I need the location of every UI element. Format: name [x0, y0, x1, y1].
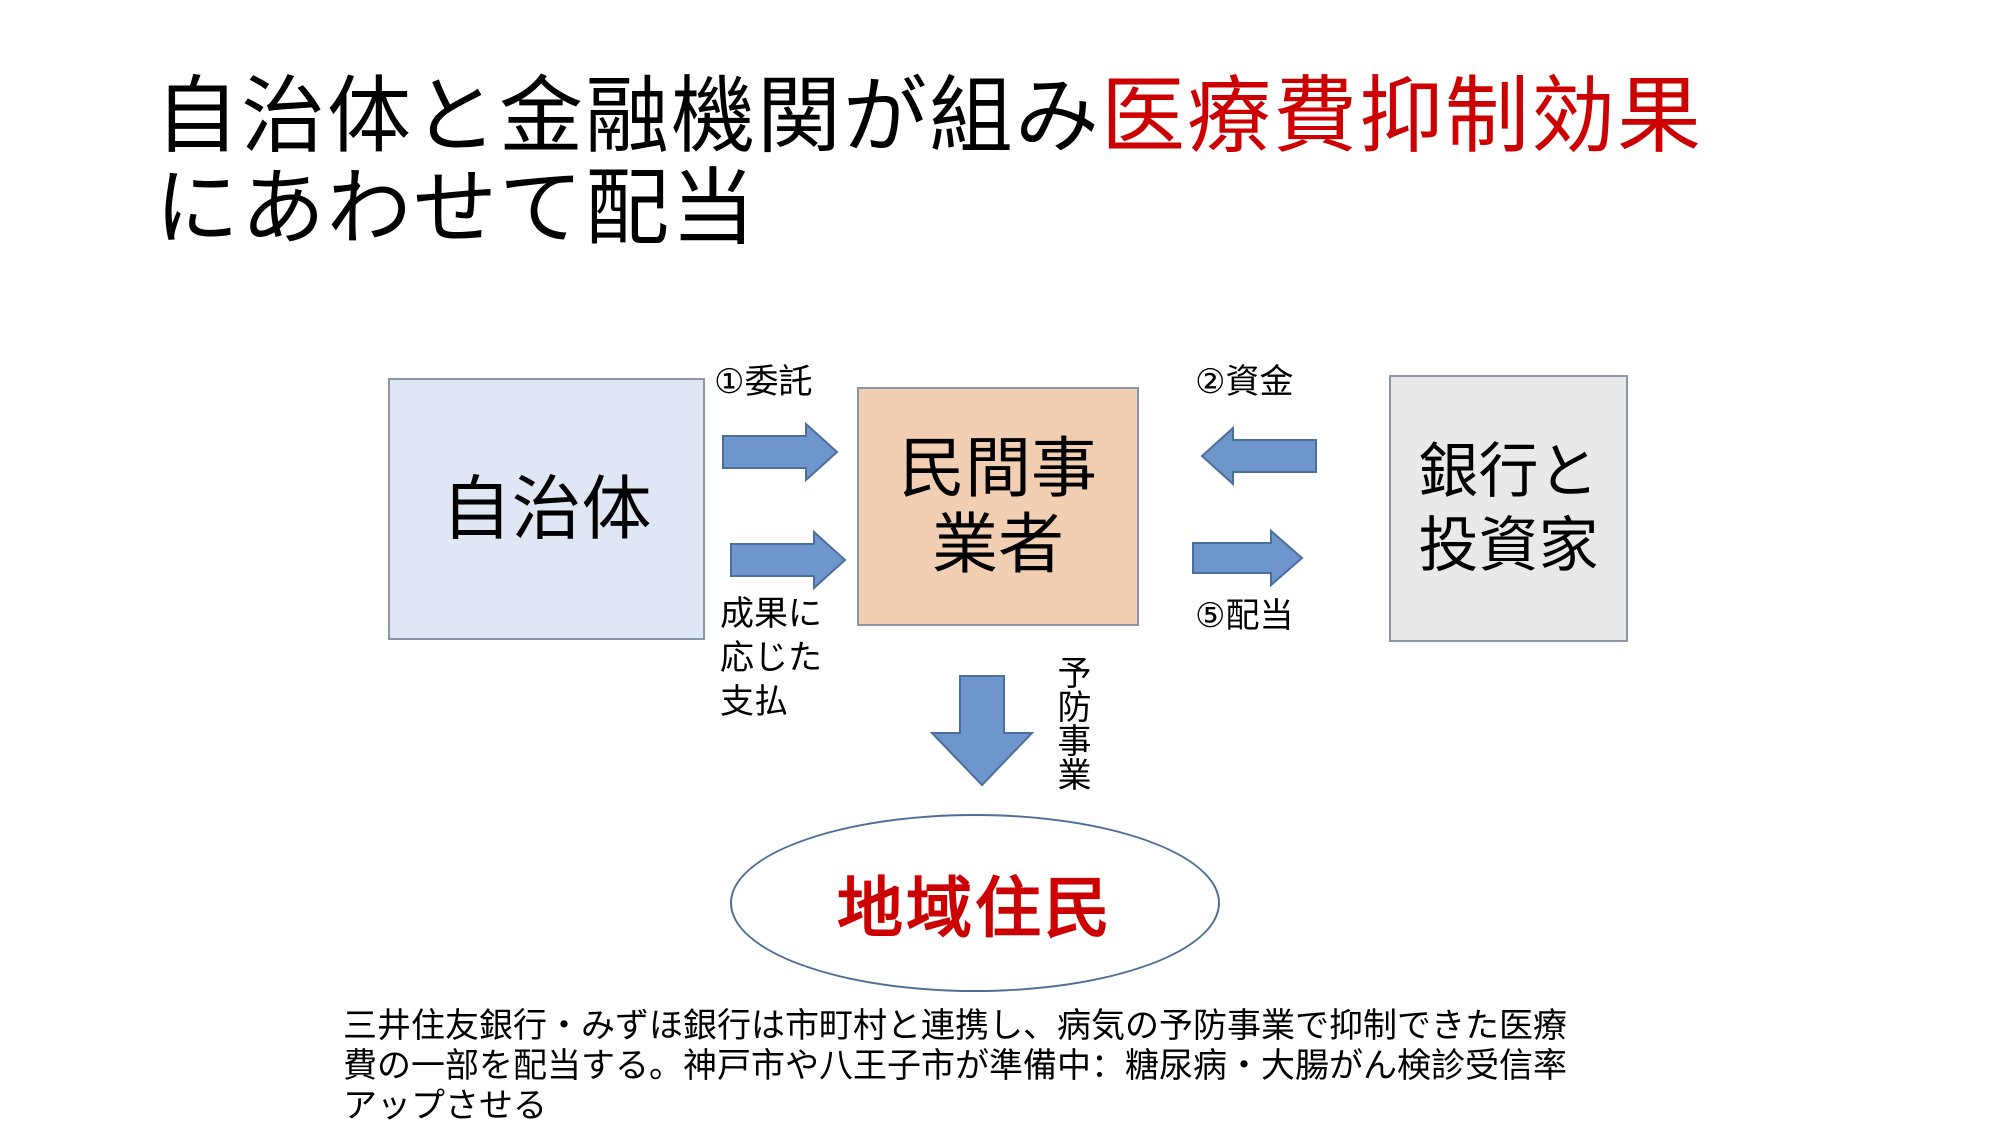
footnote-line-2: 費の一部を配当する。神戸市や八王子市が準備中：糖尿病・大腸がん検診受信率	[343, 1046, 1567, 1086]
footnote: 三井住友銀行・みずほ銀行は市町村と連携し、病気の予防事業で抑制できた医療 費の一…	[343, 1006, 1663, 1126]
bank-investor-box: 銀行と 投資家	[1389, 375, 1628, 642]
consign-label: ①委託	[714, 362, 813, 402]
payment-label: 成果に 応じた 支払	[720, 592, 850, 724]
title-line-2: にあわせて配当	[155, 159, 758, 257]
footnote-line-1: 三井住友銀行・みずほ銀行は市町村と連携し、病気の予防事業で抑制できた医療	[343, 1006, 1567, 1046]
private-operator-line-1: 民間事	[899, 429, 1097, 507]
private-operator-box: 民間事 業者	[857, 387, 1139, 626]
private-operator-label: 民間事 業者	[899, 429, 1097, 583]
prevention-label: 予防事業	[1051, 655, 1091, 791]
dividend-label: ⑤配当	[1195, 596, 1294, 636]
payment-label-line-2: 応じた	[720, 638, 822, 678]
slide-title: 自治体と金融機関が組み医療費抑制効果 にあわせて配当	[155, 70, 1915, 254]
payment-label-line-3: 支払	[720, 682, 788, 722]
municipality-box: 自治体	[388, 378, 705, 640]
dividend-arrow	[1192, 528, 1304, 588]
funds-label: ②資金	[1195, 362, 1294, 402]
consign-arrow	[722, 421, 839, 483]
title-line-1-red: 医療費抑制効果	[1101, 67, 1704, 165]
residents-label: 地域住民	[837, 870, 1113, 947]
municipality-label: 自治体	[441, 468, 652, 550]
funds-arrow	[1200, 425, 1317, 487]
bank-investor-line-2: 投資家	[1418, 510, 1599, 581]
payment-label-line-1: 成果に	[720, 594, 822, 634]
title-line-1: 自治体と金融機関が組み医療費抑制効果	[155, 70, 1915, 162]
bank-investor-line-1: 銀行と	[1418, 436, 1599, 507]
prevention-arrow	[929, 675, 1035, 787]
private-operator-line-2: 業者	[932, 505, 1064, 583]
footnote-line-3: アップさせる	[343, 1086, 547, 1126]
residents-ellipse: 地域住民	[730, 814, 1220, 992]
title-line-1-black: 自治体と金融機関が組み	[155, 67, 1102, 165]
payment-arrow	[730, 529, 847, 591]
bank-investor-label: 銀行と 投資家	[1419, 435, 1599, 583]
